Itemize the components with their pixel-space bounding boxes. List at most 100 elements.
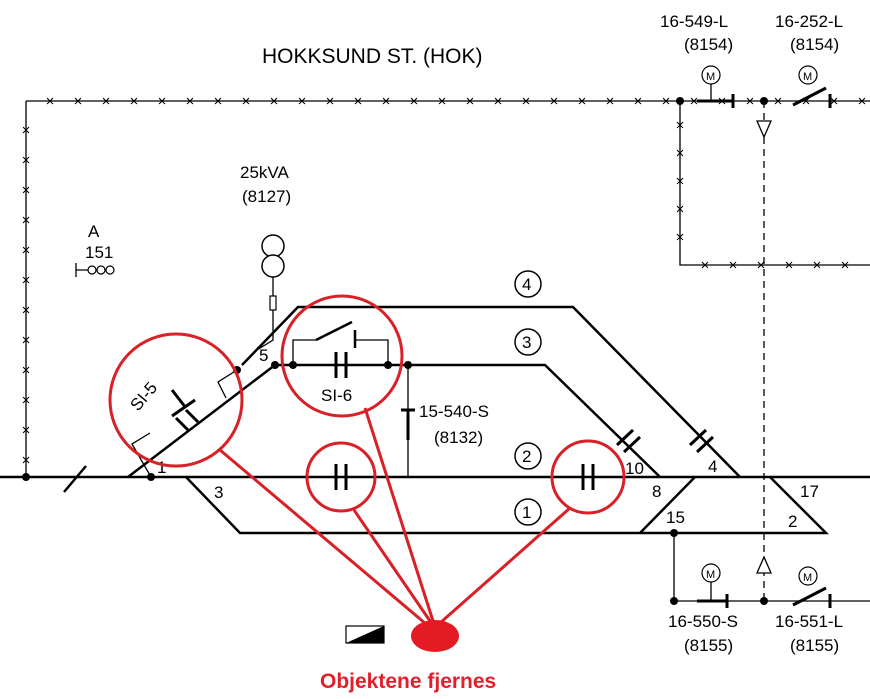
feeder-number: 151 xyxy=(85,243,113,262)
x-mark xyxy=(676,121,684,129)
svg-text:2: 2 xyxy=(788,512,797,531)
x-mark xyxy=(102,97,110,105)
track-number-1: 1 xyxy=(514,498,542,526)
feeder-id: A xyxy=(88,222,100,241)
insulator-track4 xyxy=(688,428,715,454)
transformer-ref: (8127) xyxy=(242,187,291,206)
legend-icon xyxy=(345,625,385,644)
svg-text:3: 3 xyxy=(522,333,531,352)
x-mark xyxy=(22,126,30,134)
x-mark xyxy=(326,97,334,105)
svg-text:1: 1 xyxy=(157,458,166,477)
switch-16-550-S[interactable]: M 16-550-S (8155) xyxy=(668,533,870,655)
x-mark xyxy=(298,97,306,105)
x-mark xyxy=(757,261,765,269)
x-mark xyxy=(22,426,30,434)
x-mark xyxy=(46,97,54,105)
svg-text:8: 8 xyxy=(652,482,661,501)
insulator-track2-right[interactable] xyxy=(581,464,595,490)
x-mark xyxy=(214,97,222,105)
track-number-2: 2 xyxy=(514,442,542,470)
x-mark xyxy=(550,97,558,105)
return-conductor-marks xyxy=(22,97,866,464)
feeder-a151: A 151 xyxy=(75,222,115,277)
svg-text:1: 1 xyxy=(522,503,531,522)
svg-text:5: 5 xyxy=(259,346,268,365)
svg-text:15: 15 xyxy=(666,508,685,527)
transformer-icon xyxy=(261,234,285,258)
x-mark xyxy=(22,306,30,314)
svg-text:M: M xyxy=(706,569,715,581)
switch-numbers: 1 3 5 10 4 8 15 17 2 xyxy=(157,346,819,531)
x-mark xyxy=(22,246,30,254)
svg-text:M: M xyxy=(803,71,812,83)
svg-text:M: M xyxy=(803,572,812,584)
switch-ref: (8155) xyxy=(684,636,733,655)
svg-text:M: M xyxy=(706,71,715,83)
switch-16-252-L[interactable]: 16-252-L (8154) M xyxy=(775,12,843,108)
switch-ref: (8132) xyxy=(434,428,483,447)
section-insulator-si6[interactable]: SI-6 xyxy=(292,320,389,405)
switch-label: 16-550-S xyxy=(668,612,738,631)
x-mark xyxy=(578,97,586,105)
x-mark xyxy=(270,97,278,105)
x-mark xyxy=(22,396,30,404)
x-mark xyxy=(410,97,418,105)
x-mark xyxy=(841,261,849,269)
x-mark xyxy=(606,97,614,105)
x-mark xyxy=(676,177,684,185)
switch-16-551-L[interactable]: M 16-551-L (8155) xyxy=(775,566,843,655)
switch-ref: (8154) xyxy=(790,35,839,54)
x-mark xyxy=(466,97,474,105)
svg-text:4: 4 xyxy=(708,457,717,476)
arrow-up-icon xyxy=(756,555,772,574)
x-mark xyxy=(438,97,446,105)
x-mark xyxy=(354,97,362,105)
x-mark xyxy=(858,97,866,105)
switch-ref: (8154) xyxy=(684,35,733,54)
annotation-text: Objektene fjernes xyxy=(320,670,496,693)
svg-text:2: 2 xyxy=(522,447,531,466)
switch-16-549-L[interactable]: 16-549-L (8154) M xyxy=(660,12,735,108)
x-mark xyxy=(729,261,737,269)
x-mark xyxy=(22,216,30,224)
x-mark xyxy=(158,97,166,105)
x-mark xyxy=(634,97,642,105)
removal-annotation: Objektene fjernes xyxy=(108,294,626,693)
track-number-3: 3 xyxy=(514,328,542,356)
x-mark xyxy=(382,97,390,105)
switch-label: 16-549-L xyxy=(660,12,728,31)
x-mark xyxy=(22,156,30,164)
x-mark xyxy=(774,97,782,105)
switch-label: 16-551-L xyxy=(775,612,843,631)
x-mark xyxy=(662,97,670,105)
x-mark xyxy=(22,336,30,344)
x-mark xyxy=(130,97,138,105)
svg-text:3: 3 xyxy=(214,483,223,502)
x-mark xyxy=(494,97,502,105)
switch-15-540-S[interactable]: 15-540-S (8132) xyxy=(401,365,489,477)
motor-icon xyxy=(798,65,818,85)
transformer-rating: 25kVA xyxy=(240,163,289,182)
section-label: SI-5 xyxy=(127,378,162,414)
section-insulator-si5[interactable]: SI-5 xyxy=(127,369,238,478)
insulator-track2[interactable] xyxy=(334,464,348,490)
x-mark xyxy=(830,97,838,105)
highlight-insulator-right xyxy=(550,439,626,515)
svg-text:17: 17 xyxy=(800,482,819,501)
x-mark xyxy=(22,276,30,284)
pointer-dot xyxy=(411,620,459,652)
switch-label: 16-252-L xyxy=(775,12,843,31)
highlight-si5 xyxy=(108,332,244,468)
highlight-insulator-left xyxy=(305,441,377,513)
x-mark xyxy=(676,149,684,157)
track-layout xyxy=(0,305,870,535)
x-mark xyxy=(242,97,250,105)
x-mark xyxy=(22,456,30,464)
x-mark xyxy=(74,97,82,105)
motor-icon xyxy=(798,566,818,586)
insulator-track3 xyxy=(615,428,642,454)
svg-text:4: 4 xyxy=(522,275,531,294)
x-mark xyxy=(785,261,793,269)
